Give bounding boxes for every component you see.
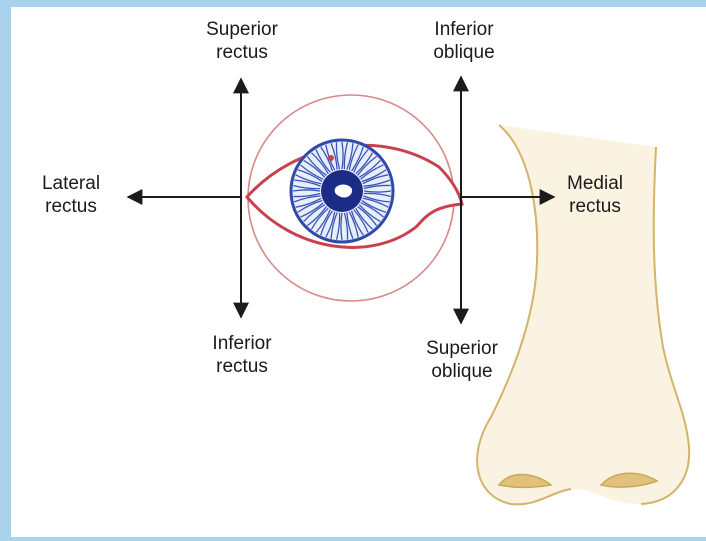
- label-inferior-rectus-line1: Inferior: [212, 332, 271, 355]
- iris-spot: [328, 155, 334, 161]
- label-inferior-rectus: Inferior rectus: [212, 332, 271, 378]
- label-inferior-rectus-line2: rectus: [212, 355, 271, 378]
- label-lateral-rectus-line1: Lateral: [42, 172, 100, 195]
- label-superior-rectus-line2: rectus: [206, 41, 278, 64]
- label-superior-rectus: Superior rectus: [206, 18, 278, 64]
- label-superior-oblique-line2: oblique: [426, 360, 498, 383]
- label-inferior-oblique-line1: Inferior: [433, 18, 494, 41]
- eye-muscle-diagram: [11, 7, 706, 537]
- label-medial-rectus-line1: Medial: [567, 172, 623, 195]
- label-superior-oblique-line1: Superior: [426, 337, 498, 360]
- label-medial-rectus-line2: rectus: [567, 195, 623, 218]
- diagram-frame: Superior rectus Inferior oblique Lateral…: [11, 7, 706, 537]
- label-lateral-rectus: Lateral rectus: [42, 172, 100, 218]
- label-inferior-oblique-line2: oblique: [433, 41, 494, 64]
- label-superior-rectus-line1: Superior: [206, 18, 278, 41]
- label-superior-oblique: Superior oblique: [426, 337, 498, 383]
- label-inferior-oblique: Inferior oblique: [433, 18, 494, 64]
- label-lateral-rectus-line2: rectus: [42, 195, 100, 218]
- label-medial-rectus: Medial rectus: [567, 172, 623, 218]
- iris: [291, 140, 393, 242]
